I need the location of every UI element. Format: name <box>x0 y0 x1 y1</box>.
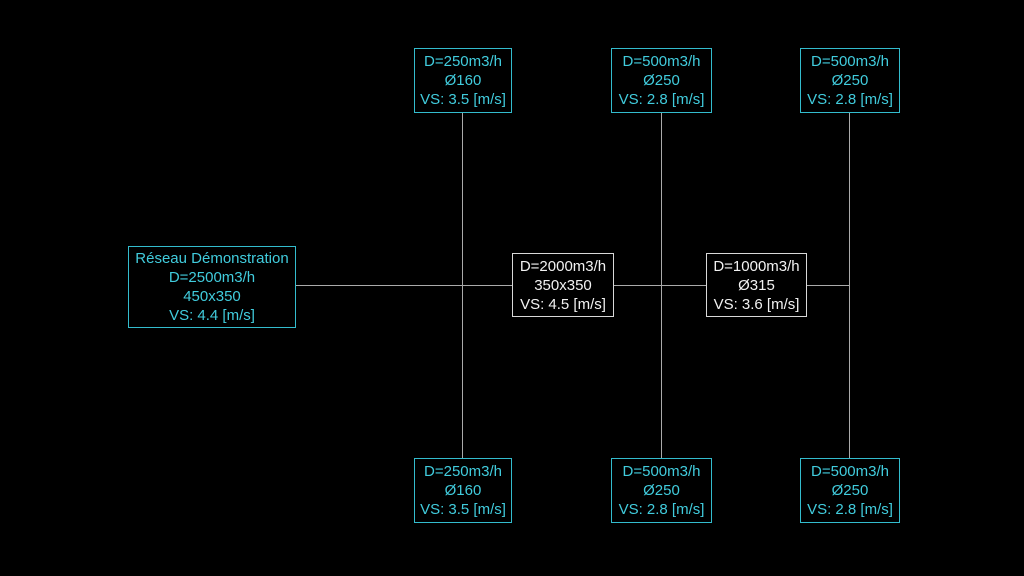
node-branch-bottom-1[interactable]: D=250m3/h Ø160 VS: 3.5 [m/s] <box>414 458 512 523</box>
node-flow-rate: D=250m3/h <box>424 53 502 70</box>
node-diameter: Ø250 <box>643 482 680 499</box>
branch-duct-line-3[interactable] <box>849 113 851 459</box>
node-velocity: VS: 4.4 [m/s] <box>169 307 255 324</box>
node-velocity: VS: 2.8 [m/s] <box>807 91 893 108</box>
node-branch-bottom-3[interactable]: D=500m3/h Ø250 VS: 2.8 [m/s] <box>800 458 900 523</box>
node-dimensions: 450x350 <box>183 288 241 305</box>
node-flow-rate: D=500m3/h <box>811 53 889 70</box>
node-velocity: VS: 2.8 [m/s] <box>618 91 705 108</box>
node-velocity: VS: 2.8 [m/s] <box>807 501 893 518</box>
branch-duct-line-1[interactable] <box>462 113 464 459</box>
node-flow-rate: D=2500m3/h <box>168 269 256 286</box>
node-branch-bottom-2[interactable]: D=500m3/h Ø250 VS: 2.8 [m/s] <box>611 458 712 523</box>
node-branch-top-3[interactable]: D=500m3/h Ø250 VS: 2.8 [m/s] <box>800 48 900 113</box>
node-flow-rate: D=500m3/h <box>811 463 889 480</box>
node-dimensions: 350x350 <box>534 276 592 294</box>
node-diameter: Ø160 <box>444 72 482 89</box>
node-title: Réseau Démonstration <box>135 250 289 267</box>
branch-duct-line-2[interactable] <box>661 113 663 459</box>
node-flow-rate: D=2000m3/h <box>519 257 607 275</box>
node-branch-top-1[interactable]: D=250m3/h Ø160 VS: 3.5 [m/s] <box>414 48 512 113</box>
node-diameter: Ø160 <box>444 482 482 499</box>
node-diameter: Ø315 <box>738 276 775 294</box>
node-velocity: VS: 3.6 [m/s] <box>713 295 800 313</box>
node-flow-rate: D=500m3/h <box>622 463 701 480</box>
node-branch-top-2[interactable]: D=500m3/h Ø250 VS: 2.8 [m/s] <box>611 48 712 113</box>
node-diameter: Ø250 <box>831 482 869 499</box>
node-flow-rate: D=250m3/h <box>424 463 502 480</box>
node-main-duct[interactable]: D=2000m3/h 350x350 VS: 4.5 [m/s] <box>512 253 614 317</box>
node-velocity: VS: 3.5 [m/s] <box>420 501 506 518</box>
node-diameter: Ø250 <box>831 72 869 89</box>
node-velocity: VS: 2.8 [m/s] <box>618 501 705 518</box>
node-velocity: VS: 3.5 [m/s] <box>420 91 506 108</box>
node-diameter: Ø250 <box>643 72 680 89</box>
node-flow-rate: D=500m3/h <box>622 53 701 70</box>
node-source[interactable]: Réseau Démonstration D=2500m3/h 450x350 … <box>128 246 296 328</box>
node-flow-rate: D=1000m3/h <box>713 257 800 275</box>
node-velocity: VS: 4.5 [m/s] <box>520 295 606 313</box>
node-secondary-duct[interactable]: D=1000m3/h Ø315 VS: 3.6 [m/s] <box>706 253 807 317</box>
